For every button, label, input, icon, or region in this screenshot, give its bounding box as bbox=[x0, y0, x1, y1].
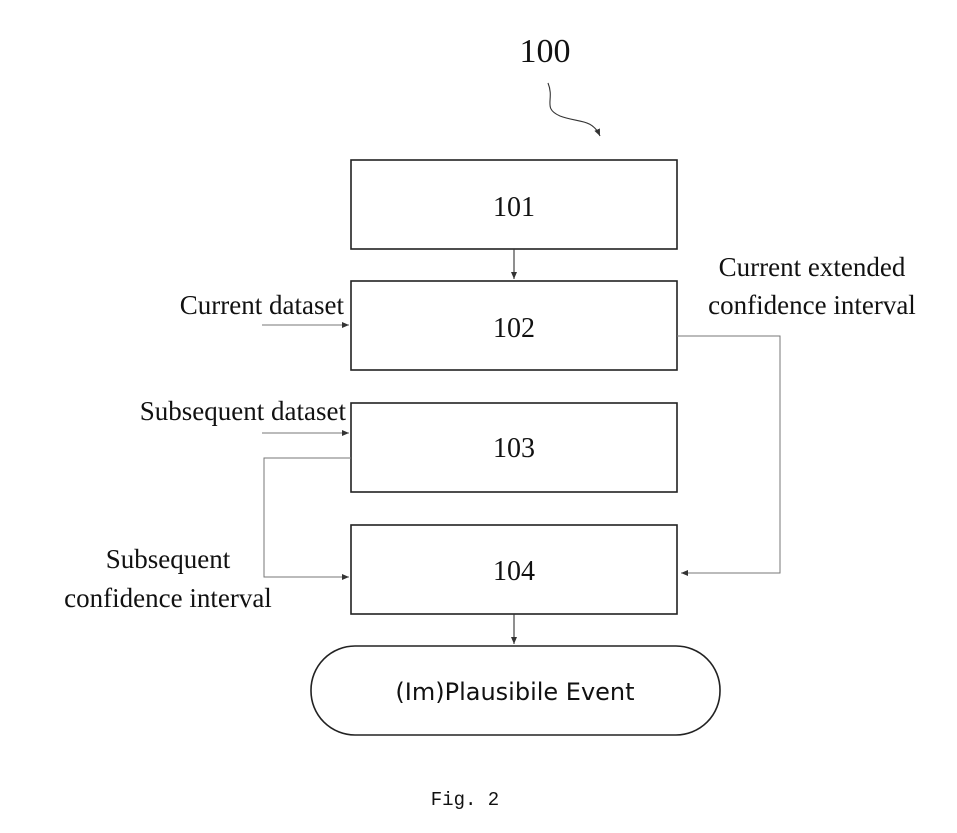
step-box-103: 103 bbox=[351, 403, 677, 492]
connector-102-104-extended-ci bbox=[677, 336, 780, 573]
reference-numeral: 100 bbox=[520, 33, 571, 70]
connector-103-104-subsequent-ci bbox=[264, 458, 351, 577]
step-box-101: 101 bbox=[351, 160, 677, 249]
reference-leader-arrow bbox=[548, 83, 600, 136]
subsequent-ci-label-line1: Subsequent bbox=[106, 544, 231, 574]
step-label-101: 101 bbox=[493, 192, 535, 223]
step-label-104: 104 bbox=[493, 556, 535, 587]
step-box-104: 104 bbox=[351, 525, 677, 614]
terminal-event: (Im)Plausibile Event bbox=[311, 646, 720, 735]
subsequent-ci-label-line2: confidence interval bbox=[64, 583, 272, 613]
step-box-102: 102 bbox=[351, 281, 677, 370]
current-extended-ci-label-line2: confidence interval bbox=[708, 290, 916, 320]
step-label-102: 102 bbox=[493, 313, 535, 344]
current-dataset-label: Current dataset bbox=[180, 290, 345, 320]
subsequent-dataset-label: Subsequent dataset bbox=[140, 396, 347, 426]
figure-caption: Fig. 2 bbox=[431, 789, 499, 811]
current-extended-ci-label-line1: Current extended bbox=[719, 252, 906, 282]
terminal-event-label: (Im)Plausibile Event bbox=[395, 678, 634, 706]
step-label-103: 103 bbox=[493, 433, 535, 464]
